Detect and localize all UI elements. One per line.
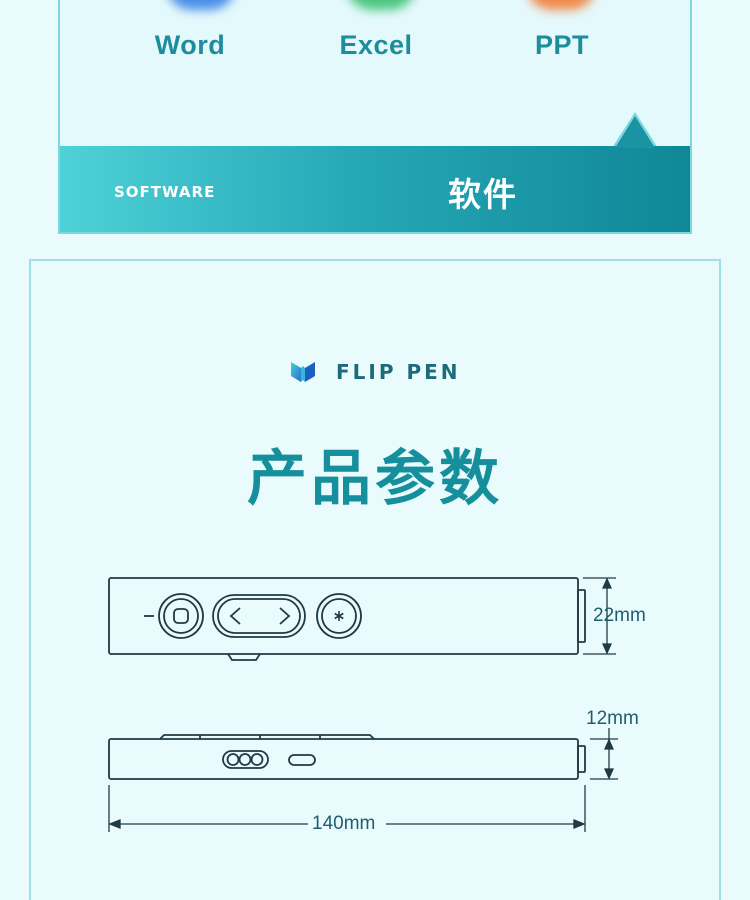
asterisk-icon — [334, 611, 344, 621]
length-dimension: 140mm — [312, 813, 376, 834]
software-cn-label: 软件 — [448, 175, 518, 214]
params-panel — [29, 259, 721, 900]
excel-icon — [346, 0, 416, 10]
bar-notch — [615, 116, 655, 148]
page-turn-button — [212, 594, 306, 638]
slide-switch — [222, 750, 269, 769]
app-label-ppt: PPT — [534, 30, 589, 60]
software-bar — [60, 146, 690, 232]
software-card: Word Excel PPT — [58, 0, 692, 234]
thickness-dimension: 12mm — [586, 708, 639, 729]
pen-top-view — [108, 577, 579, 655]
laser-button — [316, 593, 362, 639]
params-title: 产品参数 — [247, 444, 503, 514]
usb-port — [288, 754, 316, 766]
power-button — [158, 593, 204, 639]
pen-side-view — [108, 738, 579, 780]
software-en-label: SOFTWARE — [114, 183, 216, 201]
height-dimension: 22mm — [593, 605, 646, 626]
word-icon — [166, 0, 236, 10]
product-dimension-diagram — [108, 577, 618, 832]
app-label-word: Word — [154, 30, 226, 60]
app-label-excel: Excel — [339, 30, 413, 60]
flip-pen-logo-icon — [291, 362, 315, 382]
ppt-icon — [526, 0, 596, 10]
brand: FLIP PEN — [290, 359, 461, 385]
brand-name: FLIP PEN — [336, 360, 461, 384]
